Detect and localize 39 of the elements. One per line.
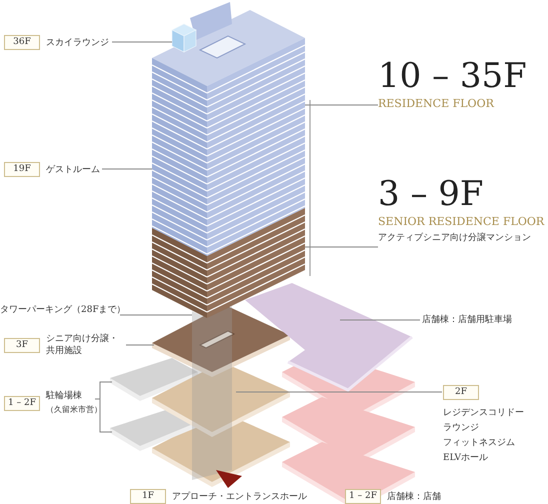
floor-label: タワーパーキング（28Fまで）	[0, 304, 126, 316]
floor-badge: 36F	[4, 35, 40, 50]
floor-label: フィットネスジム	[443, 437, 515, 449]
floor-label: ゲストルーム	[46, 164, 100, 176]
floor-badge: 2F	[443, 385, 479, 400]
floor-label: シニア向け分譲・共用施設	[46, 333, 119, 357]
leader-line	[126, 344, 154, 346]
floor-label: スカイラウンジ	[46, 36, 109, 48]
floor-badge: 19F	[4, 162, 40, 177]
floor-range-heading: 10 – 35F	[378, 58, 527, 94]
floor-label: 店舗棟：店舗用駐車場	[422, 314, 512, 326]
floor-badge: 3F	[4, 338, 40, 352]
bicycle-parking-slab	[110, 408, 198, 451]
sky-lounge-block	[171, 24, 197, 52]
floor-label: ラウンジ	[443, 422, 479, 434]
leader-line	[102, 168, 152, 170]
tower-left-face	[152, 58, 208, 256]
floor-label: ELVホール	[443, 452, 488, 464]
floor-label: 駐輪場棟	[46, 390, 83, 402]
leader-line	[94, 398, 112, 432]
floor-badge: 1F	[130, 489, 166, 504]
floor-note: （久留米市営）	[46, 404, 102, 416]
floor-label: アプローチ・エントランスホール	[172, 490, 307, 502]
parking-core-column	[192, 306, 232, 480]
bicycle-parking-slab	[110, 358, 198, 401]
floor-subheading: RESIDENCE FLOOR	[378, 97, 494, 111]
floor-subheading: SENIOR RESIDENCE FLOOR	[378, 215, 544, 229]
floor-slab	[152, 305, 290, 377]
floor-label: アクティブシニア向け分譲マンション	[378, 232, 531, 244]
floor-badge: 1 – 2F	[345, 489, 381, 504]
floor-label: 店舗棟：店舗	[387, 490, 441, 502]
leader-line	[120, 314, 192, 316]
senior-floors-block	[152, 208, 306, 318]
floor-badge: 1 – 2F	[4, 396, 40, 410]
floor-range-heading: 3 – 9F	[378, 176, 484, 212]
leader-line	[304, 104, 378, 106]
leader-line	[304, 246, 378, 248]
floor-label: レジデンスコリドー	[443, 407, 524, 419]
parking-deck-slab	[245, 283, 413, 392]
